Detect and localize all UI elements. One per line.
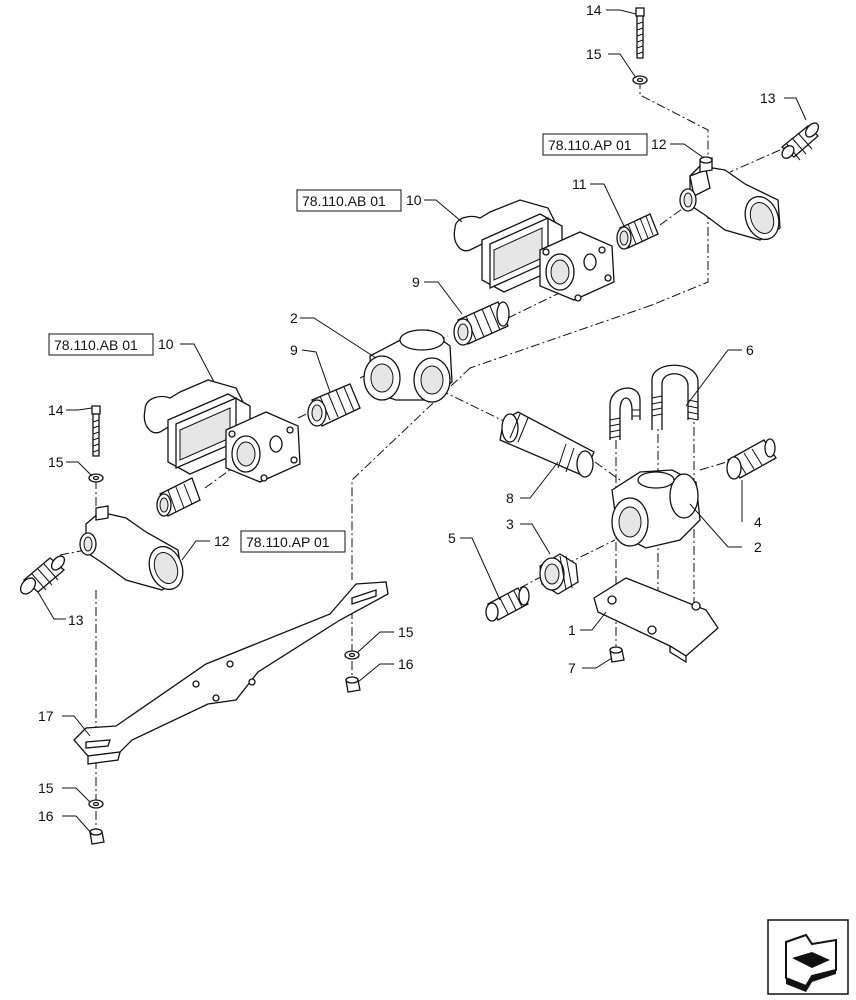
callout-5[interactable]: 5 bbox=[448, 530, 456, 546]
callout-16-center[interactable]: 16 bbox=[398, 656, 414, 672]
next-page-arrow-icon[interactable] bbox=[767, 919, 849, 995]
bolt-14-top[interactable] bbox=[635, 7, 645, 59]
u-bolt-6-left[interactable] bbox=[609, 387, 641, 440]
callout-16-bottom[interactable]: 16 bbox=[38, 808, 54, 824]
reference-text: 78.110.AB 01 bbox=[54, 337, 138, 353]
bolt-14-left[interactable] bbox=[91, 405, 101, 457]
callout-13-left[interactable]: 13 bbox=[68, 612, 84, 628]
tee-fitting-2-lower[interactable] bbox=[611, 469, 701, 549]
pipe-nipple-8[interactable] bbox=[499, 411, 595, 478]
mounting-bracket-1[interactable] bbox=[593, 577, 719, 664]
fitting-11-left[interactable] bbox=[156, 477, 201, 517]
leader-lines bbox=[37, 9, 807, 835]
callout-12-top[interactable]: 12 bbox=[651, 136, 667, 152]
washer-15-center[interactable] bbox=[344, 650, 360, 660]
callout-2-lower[interactable]: 2 bbox=[754, 539, 762, 555]
mounting-bracket-17[interactable] bbox=[73, 581, 389, 765]
solenoid-valve-10-top[interactable] bbox=[453, 199, 615, 302]
washer-15-bottom[interactable] bbox=[88, 799, 104, 809]
callout-9-lower[interactable]: 9 bbox=[290, 342, 298, 358]
hose-barb-4[interactable] bbox=[726, 438, 777, 480]
callout-7[interactable]: 7 bbox=[568, 660, 576, 676]
washer-15-left[interactable] bbox=[88, 473, 104, 483]
callout-15-top[interactable]: 15 bbox=[586, 46, 602, 62]
reference-78-110-ab-01-left[interactable]: 78.110.AB 01 bbox=[48, 333, 154, 356]
fitting-11[interactable] bbox=[616, 213, 659, 250]
callout-4[interactable]: 4 bbox=[754, 514, 762, 530]
washer-15-top[interactable] bbox=[632, 75, 648, 85]
callout-labels: 14 15 13 12 11 10 9 2 10 9 6 14 15 8 4 3… bbox=[38, 2, 776, 824]
callout-14-left[interactable]: 14 bbox=[48, 402, 64, 418]
reference-text: 78.110.AP 01 bbox=[548, 137, 632, 153]
nut-7[interactable] bbox=[609, 646, 625, 663]
callout-12-left[interactable]: 12 bbox=[214, 533, 230, 549]
callout-9-top[interactable]: 9 bbox=[412, 274, 420, 290]
bushing-3[interactable] bbox=[539, 553, 579, 595]
callout-15-bottom[interactable]: 15 bbox=[38, 780, 54, 796]
callout-15-center[interactable]: 15 bbox=[398, 624, 414, 640]
reference-78-110-ap-01-top[interactable]: 78.110.AP 01 bbox=[542, 133, 648, 156]
callout-17[interactable]: 17 bbox=[38, 708, 54, 724]
callout-6[interactable]: 6 bbox=[746, 342, 754, 358]
solenoid-valve-10-left[interactable] bbox=[143, 379, 301, 483]
nut-16-center[interactable] bbox=[345, 676, 361, 693]
callout-13-top[interactable]: 13 bbox=[760, 90, 776, 106]
callout-15-left[interactable]: 15 bbox=[48, 454, 64, 470]
valve-body-12-top[interactable] bbox=[679, 156, 785, 244]
hose-barb-13-top[interactable] bbox=[780, 121, 821, 161]
valve-body-12-left[interactable] bbox=[79, 505, 189, 594]
hose-barb-13-left[interactable] bbox=[18, 554, 67, 597]
callout-3[interactable]: 3 bbox=[506, 516, 514, 532]
nipple-9-lower[interactable] bbox=[307, 383, 361, 427]
callout-11[interactable]: 11 bbox=[572, 176, 587, 192]
nipple-9-top[interactable] bbox=[453, 301, 510, 346]
callout-1[interactable]: 1 bbox=[568, 622, 576, 638]
reference-text: 78.110.AB 01 bbox=[302, 193, 386, 209]
reference-78-110-ab-01-top[interactable]: 78.110.AB 01 bbox=[296, 189, 402, 212]
hose-barb-5[interactable] bbox=[485, 586, 530, 622]
u-bolt-6-right[interactable] bbox=[651, 364, 699, 430]
callout-8[interactable]: 8 bbox=[506, 490, 514, 506]
callout-10-top[interactable]: 10 bbox=[406, 192, 422, 208]
reference-text: 78.110.AP 01 bbox=[246, 534, 330, 550]
nut-16-bottom[interactable] bbox=[89, 828, 105, 845]
tee-fitting-2-upper[interactable] bbox=[363, 329, 453, 403]
callout-10-left[interactable]: 10 bbox=[158, 336, 174, 352]
callout-2-upper[interactable]: 2 bbox=[290, 310, 298, 326]
reference-78-110-ap-01-left[interactable]: 78.110.AP 01 bbox=[240, 530, 346, 553]
callout-14-top[interactable]: 14 bbox=[586, 2, 602, 18]
